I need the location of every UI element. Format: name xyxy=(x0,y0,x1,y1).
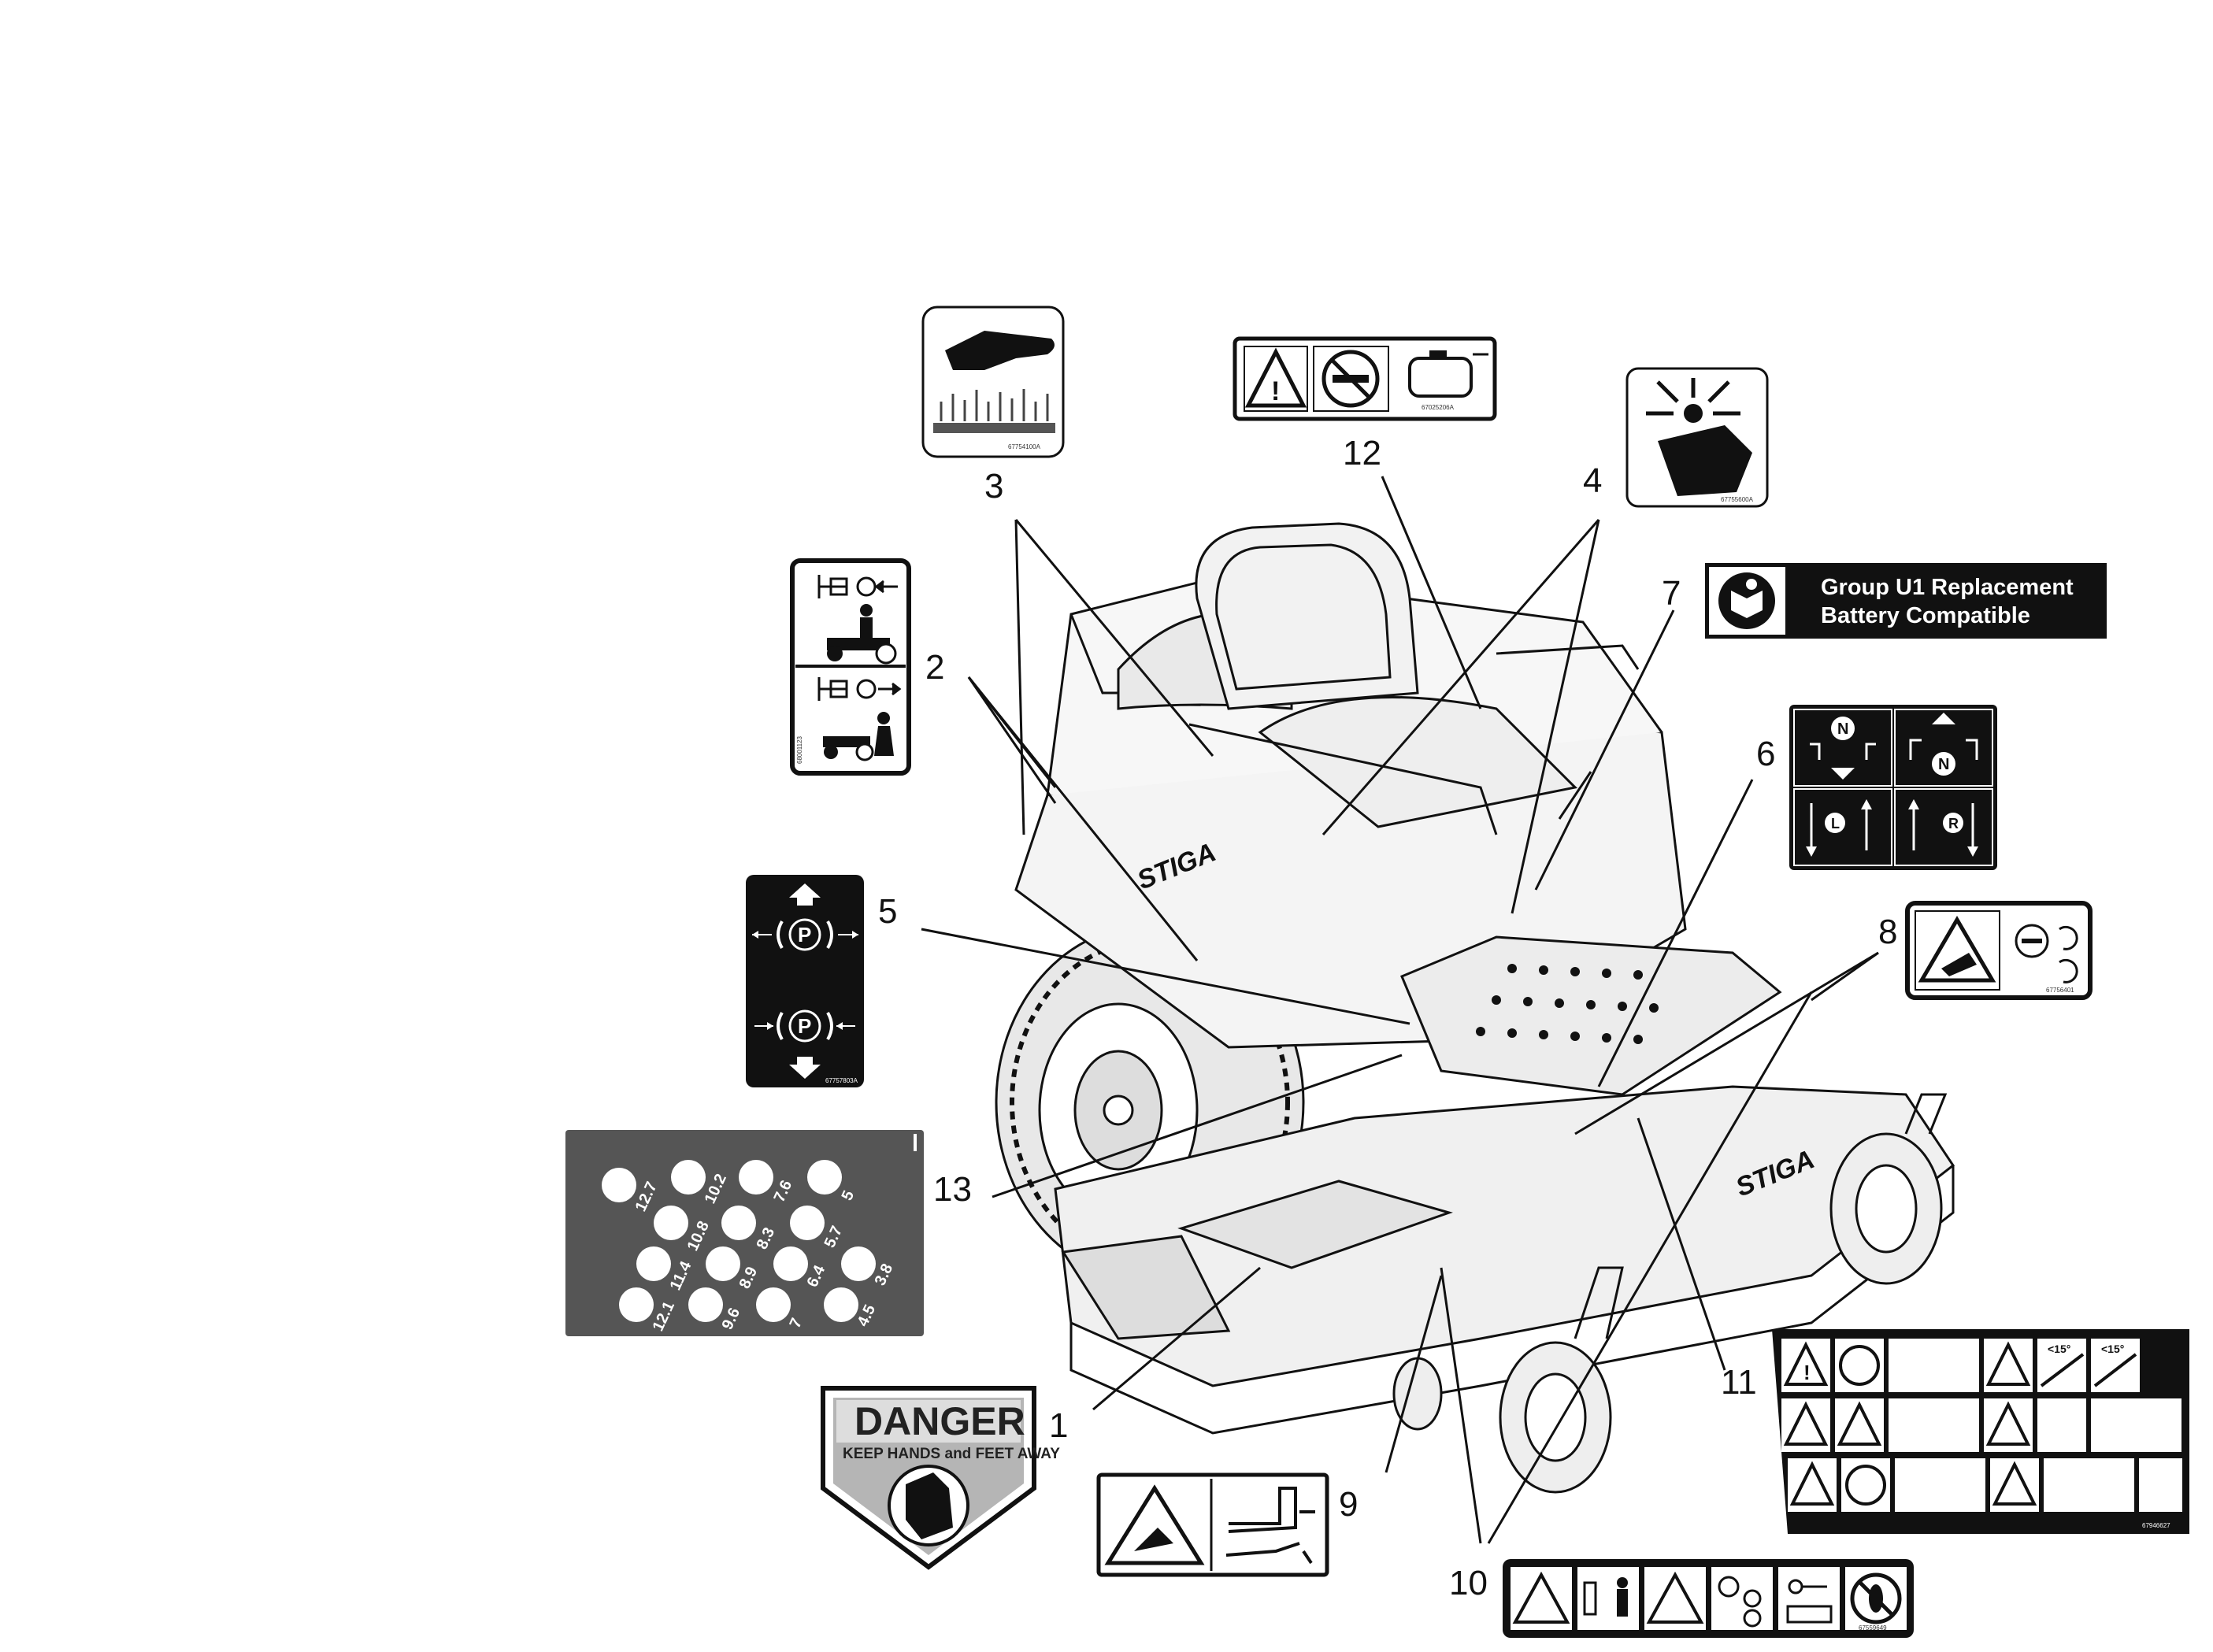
callout-2: 2 xyxy=(925,648,944,687)
thrown-object-icon xyxy=(1104,1484,1205,1565)
deck-lift-icon xyxy=(1225,1487,1315,1565)
blade-warning-icon xyxy=(1646,1571,1704,1624)
slope-15-icon xyxy=(2040,1353,2085,1387)
no-feet-icon xyxy=(1850,1572,1902,1624)
rider-thrown-icon xyxy=(1837,1401,1882,1446)
decal-operator-warnings-code: 67946627 xyxy=(2142,1522,2170,1529)
decal-bypass: 68001123 xyxy=(790,558,911,776)
svg-text:N: N xyxy=(1837,720,1848,738)
callout-5: 5 xyxy=(878,892,897,931)
decal-height-chart: 12.7 10.2 7.6 5 10.8 8.3 5.7 11.4 8.9 6.… xyxy=(565,1130,924,1336)
hand-cut-icon xyxy=(906,1472,953,1539)
engine-off-icon xyxy=(1718,1576,1762,1628)
decal-deck-warnings: 67559649 xyxy=(1503,1559,1914,1638)
remove-key-icon xyxy=(1786,1579,1833,1624)
no-smoking-icon xyxy=(1321,350,1380,408)
hand-crush-icon xyxy=(1658,425,1752,496)
parking-brake-icon: P xyxy=(752,918,858,951)
callout-10: 10 xyxy=(1449,1564,1488,1602)
fuel-tank-icon xyxy=(1408,350,1488,398)
callout-9: 9 xyxy=(1339,1485,1358,1524)
decal-bypass-code: 68001123 xyxy=(796,735,803,764)
foot-plate-holes xyxy=(1476,964,1659,1044)
decal-blade-engage-code: 67756401 xyxy=(2046,987,2074,994)
keep-distance-icon xyxy=(1583,1577,1628,1617)
forward-neutral-icon: N xyxy=(1909,713,1978,776)
rotate-icon xyxy=(2059,925,2078,983)
decal-hot-surface: 67754100A xyxy=(921,306,1065,458)
svg-text:!: ! xyxy=(1803,1361,1811,1384)
entanglement-icon xyxy=(1985,1401,2031,1446)
svg-text:!: ! xyxy=(1271,376,1280,406)
svg-text:<15°: <15° xyxy=(2048,1343,2070,1355)
bypass-lever-in-icon xyxy=(817,575,898,598)
callout-8: 8 xyxy=(1878,913,1897,951)
arrow-down-icon xyxy=(789,1057,821,1079)
svg-text:N: N xyxy=(1938,756,1949,773)
no-passengers-icon xyxy=(1845,1465,1886,1506)
callout-13: 13 xyxy=(933,1170,972,1209)
bystander-icon xyxy=(1789,1461,1835,1506)
decal-operator-warnings: <15° <15° ! 67946627 xyxy=(1772,1329,2189,1534)
arrow-up-icon xyxy=(789,883,821,906)
burst-icon xyxy=(1684,404,1703,423)
height-chart-dots xyxy=(602,1160,876,1322)
battery-line-2: Battery Compatible xyxy=(1821,603,2030,628)
decal-crush-hazard-code: 67755600A xyxy=(1721,496,1754,503)
decal-parking-brake-code: 67757803A xyxy=(825,1077,858,1084)
decal-blade-engage: 67756401 xyxy=(1905,901,2093,1000)
callout-11: 11 xyxy=(1721,1363,1757,1402)
warning-icon xyxy=(1512,1571,1570,1624)
mower-illustration: STIGA STIGA xyxy=(995,522,1955,1494)
callout-numbers: 1 2 3 4 5 6 7 8 9 10 11 12 13 xyxy=(878,434,1897,1602)
decal-steering-controls: N N L R xyxy=(1789,705,1997,870)
slope-15-alt-icon xyxy=(2093,1353,2137,1387)
hand-icon xyxy=(945,331,1055,370)
callout-1: 1 xyxy=(1049,1406,1068,1445)
warning-icon xyxy=(1244,347,1307,408)
blade-hazard-icon xyxy=(1918,916,1996,983)
decal-parking-brake: P P 67757803A xyxy=(746,875,864,1087)
warning-icon xyxy=(1783,1341,1829,1386)
pushing-mower-icon xyxy=(823,712,894,761)
decal-danger: DANGER KEEP HANDS and FEET AWAY xyxy=(821,1386,1060,1570)
danger-subtitle: KEEP HANDS and FEET AWAY xyxy=(843,1446,1060,1462)
decal-battery: Group U1 Replacement Battery Compatible xyxy=(1705,563,2107,639)
callout-4: 4 xyxy=(1583,461,1602,500)
decal-discharge-warning xyxy=(1096,1472,1329,1577)
svg-text:R: R xyxy=(1948,816,1959,832)
read-manual-icon xyxy=(1839,1345,1880,1386)
neutral-reverse-icon: N xyxy=(1810,717,1876,780)
svg-text:P: P xyxy=(798,923,811,946)
turn-right-icon: R xyxy=(1908,799,1978,857)
callout-12: 12 xyxy=(1343,434,1381,472)
decal-hot-surface-code: 67754100A xyxy=(1008,443,1041,450)
parking-brake-release-icon: P xyxy=(754,1009,855,1043)
leader-lines xyxy=(921,476,1879,1544)
heat-icon xyxy=(940,389,1049,421)
callout-7: 7 xyxy=(1662,574,1681,613)
callout-6: 6 xyxy=(1756,735,1775,773)
callout-3: 3 xyxy=(984,467,1003,506)
decal-deck-warnings-code: 67559649 xyxy=(1859,1624,1887,1632)
rollover-icon xyxy=(1783,1401,1829,1446)
svg-text:P: P xyxy=(798,1014,811,1038)
slope-warning-icon xyxy=(1985,1341,2031,1386)
bypass-lever-out-icon xyxy=(817,677,902,701)
rider-mower-icon xyxy=(827,604,897,665)
danger-title: DANGER xyxy=(854,1399,1025,1443)
svg-text:L: L xyxy=(1831,816,1840,832)
decal-crush-hazard: 67755600A xyxy=(1625,367,1769,508)
turn-left-icon: L xyxy=(1806,799,1872,857)
decal-fuel-warning: ! 67025206A xyxy=(1233,336,1497,421)
decal-fuel-warning-code: 67025206A xyxy=(1422,404,1455,411)
thrown-object-icon xyxy=(1992,1461,2037,1506)
svg-text:<15°: <15° xyxy=(2101,1343,2124,1355)
battery-line-1: Group U1 Replacement xyxy=(1821,575,2074,600)
